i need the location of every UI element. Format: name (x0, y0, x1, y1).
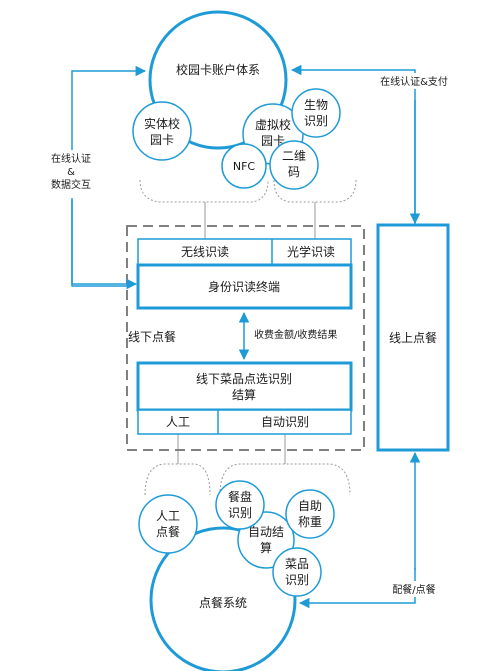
manual-auto-row (137, 409, 352, 435)
biometric-circle (291, 88, 341, 138)
left-label: 在线认证 (51, 152, 91, 165)
dish-recognition-label: 线下菜品点选识别 (196, 372, 292, 386)
right-top-label-bg (376, 73, 452, 89)
optical-read-label: 光学识读 (287, 244, 335, 259)
offline-order-label: 线下点餐 (128, 329, 176, 344)
read-row (137, 238, 352, 266)
wireless-read-label: 无线识读 (181, 245, 229, 259)
manual-order-label: 点餐 (156, 524, 180, 539)
auto-settle-label: 自动结 (248, 525, 284, 539)
left-label: & (67, 167, 75, 178)
left-arrow-to-terminal (71, 200, 138, 290)
online-order-label: 线上点餐 (389, 330, 437, 345)
bottom-left-bracket (144, 463, 211, 496)
left-label-bg (40, 150, 106, 198)
campus-account-title: 校园卡账户体系 (176, 62, 260, 77)
bottom-right-arrow (298, 568, 416, 609)
nfc-label: NFC (233, 160, 256, 173)
biometric-label: 生物 (304, 98, 328, 112)
physical-card-label: 园卡 (150, 133, 174, 147)
virtual-card-label: 虚拟校 (255, 117, 291, 132)
qr-code-label: 码 (288, 165, 300, 179)
auto-settle-label: 算 (260, 540, 272, 555)
dish-item-circle (272, 547, 322, 597)
qr-code-label: 二维 (282, 149, 306, 163)
manual-order-circle (138, 494, 198, 554)
ordering-system-title: 点餐系统 (199, 595, 247, 610)
fee-flow-label: 收费金额/收费结果 (254, 328, 337, 341)
physical-card-circle (132, 101, 192, 161)
physical-card-label: 实体校 (144, 116, 180, 131)
left-label: 数据交互 (51, 178, 91, 191)
dish-recognition-label: 结算 (232, 387, 256, 402)
dish-item-label: 识别 (285, 573, 309, 587)
right-top-label: 在线认证&支付 (380, 75, 448, 88)
auto-recognition-label: 自动识别 (261, 415, 309, 429)
plate-recognition-label: 餐盘 (228, 489, 252, 504)
bottom-right-bracket (219, 463, 351, 496)
plate-recognition-label: 识别 (228, 506, 252, 520)
dish-recognition-box (136, 361, 353, 412)
nfc-circle (221, 143, 267, 189)
self-weigh-circle (285, 489, 335, 539)
offline-frame (126, 225, 365, 451)
bottom-right-label-bg (390, 581, 440, 597)
biometric-label: 识别 (304, 114, 328, 128)
manual-label: 人工 (166, 415, 190, 429)
qr-code-circle (269, 140, 319, 190)
terminal-label: 身份识读终端 (208, 279, 280, 294)
manual-order-label: 人工 (156, 509, 180, 523)
terminal-box (136, 263, 353, 310)
self-weigh-label: 称重 (298, 515, 322, 529)
bottom-right-label: 配餐/点餐 (392, 583, 435, 596)
self-weigh-label: 自助 (298, 499, 322, 513)
plate-recognition-circle (215, 480, 265, 530)
top-left-bracket (139, 179, 269, 203)
dish-item-label: 菜品 (285, 557, 309, 571)
virtual-card-label: 园卡 (261, 134, 285, 148)
online-order-box (376, 223, 450, 452)
